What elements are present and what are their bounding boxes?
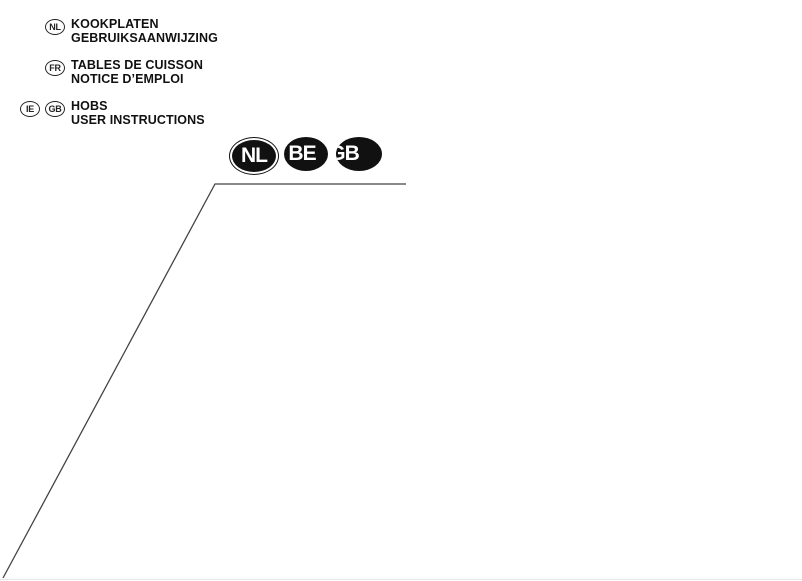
gb-title: HOBS: [71, 99, 108, 113]
nl-language-badge: NL: [45, 19, 65, 35]
country-badge-gb-label: GB: [336, 142, 360, 165]
country-badge-nl-label: NL: [241, 144, 268, 167]
nl-title: KOOKPLATEN: [71, 17, 159, 31]
nl-title-block: KOOKPLATEN GEBRUIKSAANWIJZING: [71, 17, 218, 45]
country-badge-gb: GB: [336, 137, 382, 171]
country-badge-be: BE: [284, 137, 328, 171]
diagonal-outline: [2, 183, 406, 579]
fr-subtitle: NOTICE D’EMPLOI: [71, 72, 184, 86]
fr-title: TABLES DE CUISSON: [71, 58, 204, 72]
nl-subtitle: GEBRUIKSAANWIJZING: [71, 31, 218, 45]
ie-language-badge: IE: [20, 101, 40, 117]
gb-language-badge: GB: [45, 101, 65, 117]
country-badge-nl: NL: [230, 138, 278, 174]
country-badge-be-label: BE: [288, 142, 316, 165]
gb-title-block: HOBS USER INSTRUCTIONS: [71, 99, 205, 127]
fr-title-block: TABLES DE CUISSON NOTICE D’EMPLOI: [71, 58, 203, 86]
fr-language-badge: FR: [45, 60, 65, 76]
gb-subtitle: USER INSTRUCTIONS: [71, 113, 205, 127]
